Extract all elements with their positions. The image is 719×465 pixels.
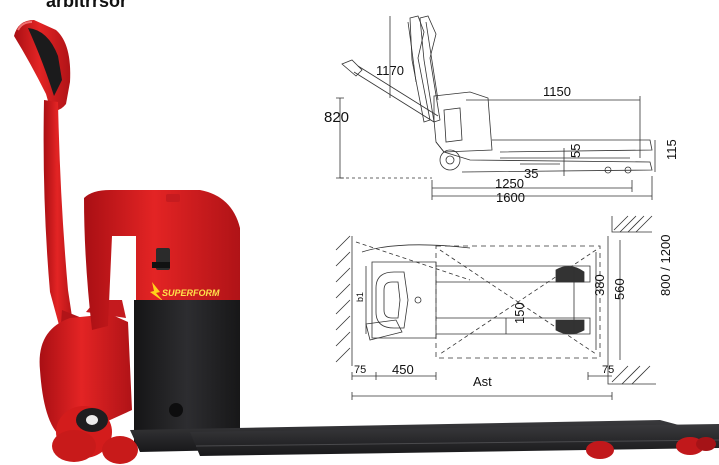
bolt-icon — [169, 403, 183, 417]
label-115: 115 — [664, 139, 679, 160]
brand-decal: SUPERFORM — [150, 282, 220, 302]
label-75-right: 75 — [602, 364, 614, 376]
label-75-left: 75 — [354, 364, 366, 376]
label-55: 55 — [568, 144, 583, 158]
label-1170: 1170 — [376, 63, 404, 78]
top-view-drawing — [335, 235, 656, 400]
label-560: 560 — [612, 278, 627, 300]
tiller-handle — [14, 20, 71, 111]
tiller-arm — [43, 100, 74, 336]
label-1600: 1600 — [496, 190, 525, 205]
label-b1: b1 — [355, 292, 365, 302]
label-800-1200: 800 / 1200 — [658, 235, 673, 296]
brand-decal-text: SUPERFORM — [162, 288, 220, 298]
label-450: 450 — [392, 362, 414, 377]
clipped-caption: arbitrrsor — [46, 0, 128, 11]
label-ast: Ast — [473, 374, 492, 389]
label-150: 150 — [512, 302, 527, 324]
label-1250: 1250 — [495, 176, 524, 191]
battery-cover — [84, 190, 240, 330]
load-wheels — [52, 430, 716, 464]
label-1150: 1150 — [543, 84, 571, 99]
label-380: 380 — [592, 274, 607, 296]
body-black-chassis — [134, 300, 240, 446]
label-35: 35 — [524, 166, 538, 181]
side-view-drawing — [336, 15, 656, 233]
label-820: 820 — [324, 109, 349, 126]
